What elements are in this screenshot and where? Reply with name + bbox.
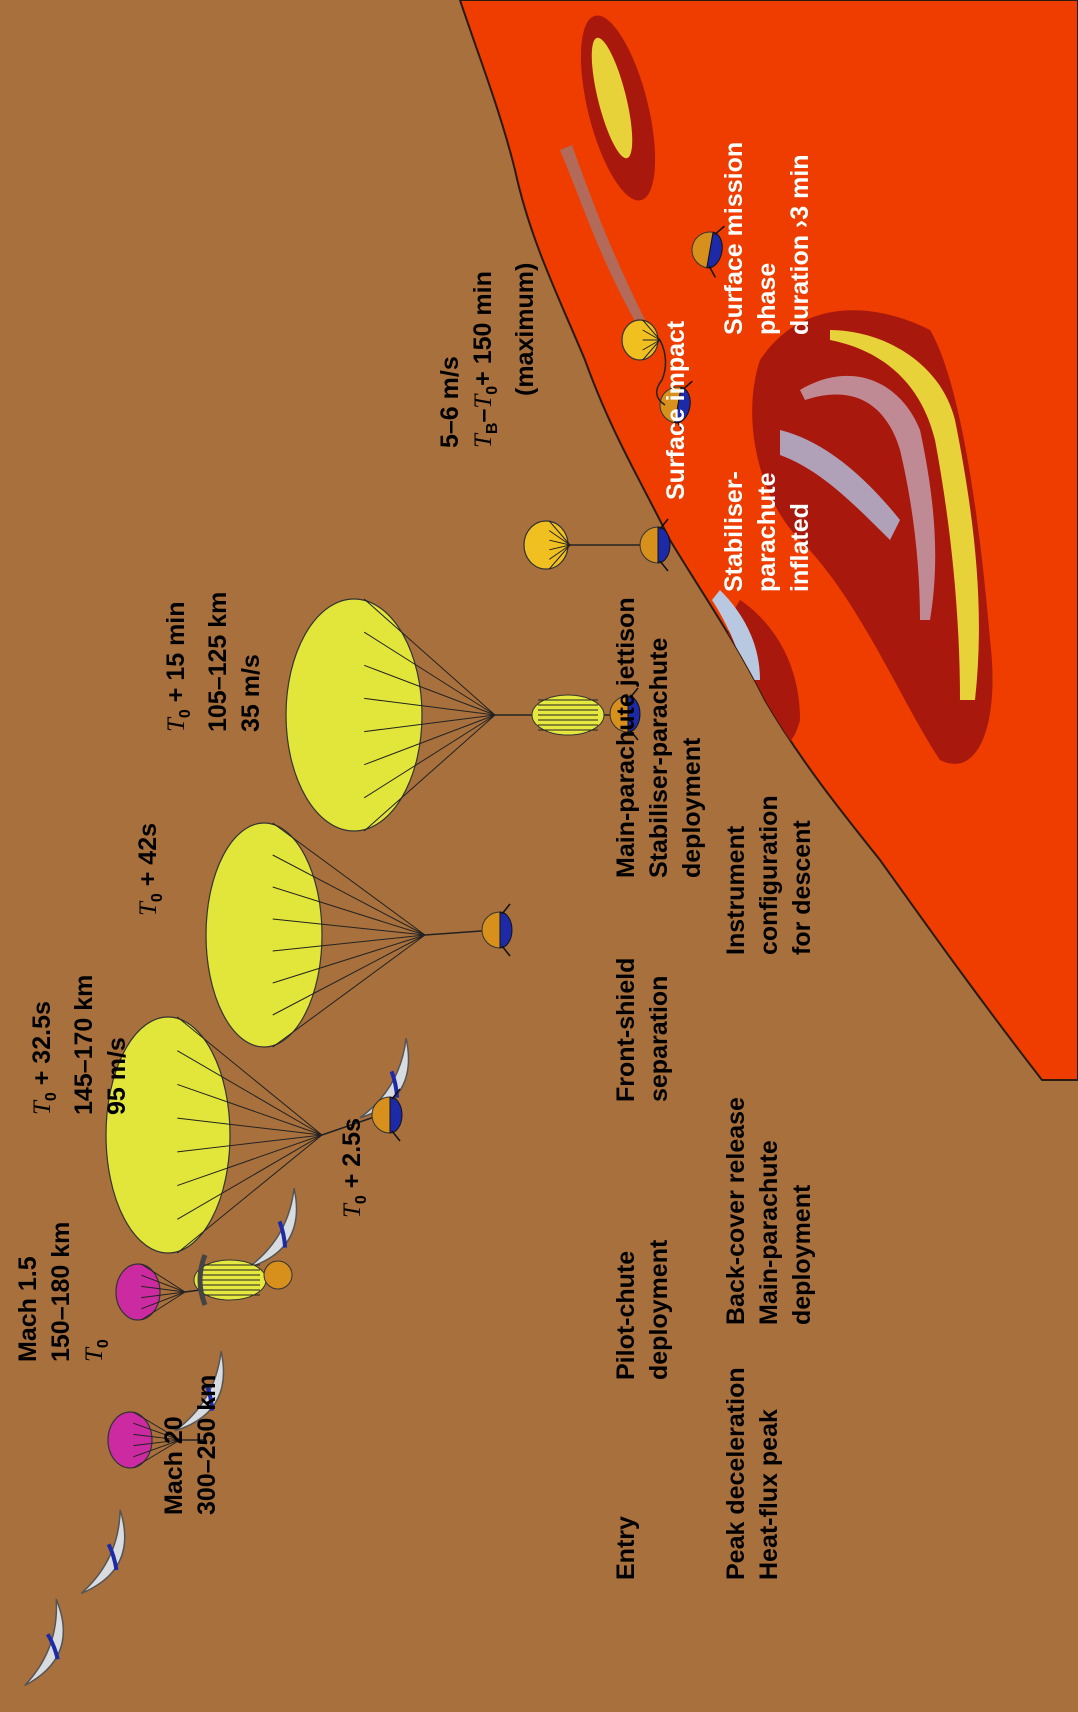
probe-top bbox=[482, 912, 500, 948]
probe-antenna bbox=[392, 1131, 400, 1141]
label-mach20: Mach 20 300–250 km bbox=[158, 1375, 224, 1515]
probe-instrument-config bbox=[482, 904, 512, 956]
probe-top bbox=[640, 527, 658, 563]
probe-antenna bbox=[660, 561, 668, 571]
label-surface-mission: Surface mission phase duration ›3 min bbox=[718, 142, 817, 335]
pilot-chute-2 bbox=[116, 1264, 185, 1320]
label-entry: Entry bbox=[610, 1516, 643, 1580]
label-final-descent: 5–6 m/s TB–T0+ 150 min (maximum) bbox=[434, 263, 542, 448]
entry-shield-2 bbox=[81, 1510, 140, 1603]
label-back-cover-release: Back-cover release Main-parachute deploy… bbox=[720, 1097, 819, 1325]
label-pilot-chute-deployment: Pilot-chute deployment bbox=[610, 1240, 676, 1380]
label-t0-plus-42s: T0 + 42s bbox=[132, 823, 174, 916]
label-t0-plus-32-5s: T0 + 32.5s 145–170 km 95 m/s bbox=[26, 975, 134, 1115]
canopy bbox=[116, 1264, 160, 1320]
main-parachute-packed bbox=[194, 1260, 266, 1300]
label-stabiliser-parachute-inflated: Stabiliser- parachute inflated bbox=[718, 471, 817, 592]
label-instrument-configuration: Instrument configuration for descent bbox=[720, 795, 819, 955]
canopy bbox=[524, 521, 568, 569]
probe-bottom bbox=[390, 1097, 402, 1133]
probe-antenna bbox=[502, 904, 510, 914]
canopy bbox=[286, 599, 422, 831]
label-mach15: Mach 1.5 150–180 km T0 bbox=[12, 1222, 120, 1362]
canopy bbox=[206, 823, 322, 1047]
main-parachute-3 bbox=[286, 599, 495, 831]
stabiliser-parachute bbox=[524, 521, 570, 569]
label-front-shield-separation: Front-shield separation bbox=[610, 958, 676, 1102]
probe-bottom bbox=[500, 912, 512, 948]
canopy bbox=[108, 1412, 152, 1468]
label-peak-deceleration: Peak deceleration Heat-flux peak bbox=[720, 1367, 786, 1580]
stabiliser-parachute-packed bbox=[532, 695, 604, 735]
label-main-parachute-jettison: Main-parachute jettison Stabiliser-parac… bbox=[610, 597, 709, 878]
heat-shield-disc bbox=[25, 1599, 76, 1693]
heat-shield-disc bbox=[81, 1510, 139, 1602]
probe-antenna bbox=[502, 946, 510, 956]
pilot-chute-riser bbox=[185, 1290, 200, 1292]
label-t0-plus-2-5s: T0 + 2.5s bbox=[336, 1118, 378, 1218]
label-surface-impact: Surface impact bbox=[660, 321, 693, 500]
entry-shield-1 bbox=[25, 1599, 77, 1693]
label-t0-plus-15min: T0 + 15 min 105–125 km 35 m/s bbox=[160, 592, 268, 732]
main-parachute-2 bbox=[206, 823, 425, 1047]
probe-core bbox=[264, 1261, 292, 1289]
